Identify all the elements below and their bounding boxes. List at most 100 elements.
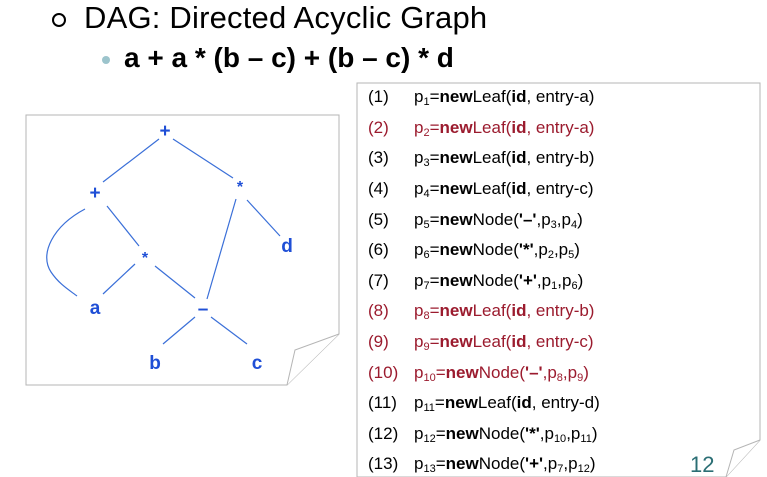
arg-right-sub: 9 bbox=[577, 371, 584, 384]
arg-id: id bbox=[511, 301, 527, 321]
constructor-name: Leaf( bbox=[472, 179, 512, 199]
constructor-name: Node( bbox=[472, 270, 519, 290]
assign-target: p8 bbox=[414, 301, 430, 323]
line-number: (1) bbox=[368, 87, 389, 107]
arg-right-sub: 12 bbox=[577, 463, 590, 476]
arg-left-sub: 7 bbox=[557, 463, 564, 476]
constructor-name: Node( bbox=[478, 362, 526, 382]
arg-sep: , bbox=[553, 240, 559, 260]
line-number: (10) bbox=[368, 362, 399, 382]
assign-target-sub: 7 bbox=[423, 279, 430, 292]
constructor-name: Leaf( bbox=[472, 87, 512, 107]
code-line-6: (6)p6 = new Node('*', p2, p5) bbox=[368, 235, 758, 266]
equals-sign: = bbox=[435, 423, 446, 443]
equals-sign: = bbox=[429, 179, 440, 199]
arg-entry: , entry-a) bbox=[526, 87, 595, 107]
arg-sep: , bbox=[536, 209, 542, 229]
code-line-7: (7)p7 = new Node('+', p1, p6) bbox=[368, 266, 758, 297]
arg-left: p8 bbox=[547, 362, 563, 384]
arg-left-sub: 3 bbox=[550, 218, 557, 231]
keyword-new: new bbox=[439, 148, 473, 168]
line-number: (9) bbox=[368, 332, 389, 352]
line-number: (2) bbox=[368, 117, 389, 137]
arg-left: p1 bbox=[541, 270, 558, 292]
line-number: (5) bbox=[368, 209, 389, 229]
arg-right: p12 bbox=[568, 454, 590, 476]
arg-operator: '+' bbox=[518, 270, 537, 290]
assign-target: p4 bbox=[414, 179, 430, 201]
edge-right-times-to-minus bbox=[206, 198, 237, 300]
code-card-curl bbox=[725, 439, 761, 477]
edge-minus-to-c bbox=[210, 316, 248, 345]
equals-sign: = bbox=[429, 117, 440, 137]
edge-root-plus-to-right-times bbox=[172, 138, 234, 179]
arg-operator: '–' bbox=[518, 209, 537, 229]
arg-id: id bbox=[511, 148, 527, 168]
node-root-plus: + bbox=[159, 121, 170, 142]
code-card: (1)p1 = new Leaf(id, entry-a)(2)p2 = new… bbox=[356, 82, 761, 477]
equals-sign: = bbox=[429, 332, 440, 352]
arg-right: p5 bbox=[558, 240, 575, 262]
close-paren: ) bbox=[574, 240, 580, 260]
arg-left: p3 bbox=[541, 209, 557, 231]
arg-sep: , bbox=[536, 270, 542, 290]
line-number: (11) bbox=[368, 393, 397, 413]
node-right-times: * bbox=[237, 179, 244, 196]
arg-left: p7 bbox=[547, 454, 564, 476]
arg-operator: '*' bbox=[525, 423, 540, 443]
arg-entry: , entry-c) bbox=[526, 179, 594, 199]
code-line-2: (2)p2 = new Leaf(id, entry-a) bbox=[368, 113, 758, 144]
edge-mid-times-to-minus bbox=[154, 265, 196, 299]
arg-id: id bbox=[511, 87, 527, 107]
assign-target: p6 bbox=[414, 240, 430, 262]
keyword-new: new bbox=[439, 87, 473, 107]
arg-sep: , bbox=[539, 423, 545, 443]
arg-right: p11 bbox=[570, 423, 592, 445]
arg-sep: , bbox=[562, 362, 568, 382]
assign-target: p1 bbox=[414, 87, 430, 109]
code-line-5: (5)p5 = new Node('–', p3, p4) bbox=[368, 204, 758, 235]
assign-target-sub: 12 bbox=[423, 432, 436, 445]
line-number: (13) bbox=[368, 454, 399, 474]
assign-target-sub: 6 bbox=[423, 249, 430, 262]
keyword-new: new bbox=[439, 301, 473, 321]
constructor-name: Node( bbox=[478, 454, 526, 474]
arg-left-sub: 8 bbox=[556, 371, 563, 384]
assign-target-sub: 11 bbox=[423, 402, 435, 415]
assign-target-sub: 10 bbox=[423, 371, 436, 384]
arg-right: p6 bbox=[561, 270, 578, 292]
line-number: (12) bbox=[368, 423, 399, 443]
constructor-name: Leaf( bbox=[477, 393, 517, 413]
line-number: (8) bbox=[368, 301, 389, 321]
keyword-new: new bbox=[445, 423, 479, 443]
constructor-name: Node( bbox=[478, 423, 526, 443]
code-line-8: (8)p8 = new Leaf(id, entry-b) bbox=[368, 296, 758, 327]
arg-id: id bbox=[511, 117, 527, 137]
arg-right: p9 bbox=[567, 362, 584, 384]
line-number: (3) bbox=[368, 148, 389, 168]
assign-target: p3 bbox=[414, 148, 430, 170]
arg-sep: , bbox=[563, 454, 569, 474]
arg-operator: '–' bbox=[525, 362, 543, 382]
edge-mid-times-to-a bbox=[102, 263, 136, 295]
equals-sign: = bbox=[429, 148, 440, 168]
equals-sign: = bbox=[429, 270, 440, 290]
arg-entry: , entry-c) bbox=[526, 332, 594, 352]
arg-sep: , bbox=[533, 240, 539, 260]
arg-entry: , entry-a) bbox=[526, 117, 595, 137]
node-minus: – bbox=[198, 299, 209, 320]
code-line-11: (11)p11 = new Leaf(id, entry-d) bbox=[368, 388, 758, 419]
assign-target-sub: 5 bbox=[423, 218, 430, 231]
code-line-9: (9)p9 = new Leaf(id, entry-c) bbox=[368, 327, 758, 358]
arg-sep: , bbox=[556, 209, 562, 229]
assign-target-sub: 3 bbox=[423, 157, 430, 170]
assign-target-sub: 9 bbox=[423, 341, 430, 354]
code-line-10: (10)p10 = new Node('–', p8, p9) bbox=[368, 357, 758, 388]
heading-line-2: a + a * (b – c) + (b – c) * d bbox=[102, 40, 454, 76]
arg-right-sub: 11 bbox=[580, 432, 592, 445]
arg-entry: , entry-b) bbox=[526, 148, 595, 168]
code-card-frame bbox=[356, 82, 761, 477]
